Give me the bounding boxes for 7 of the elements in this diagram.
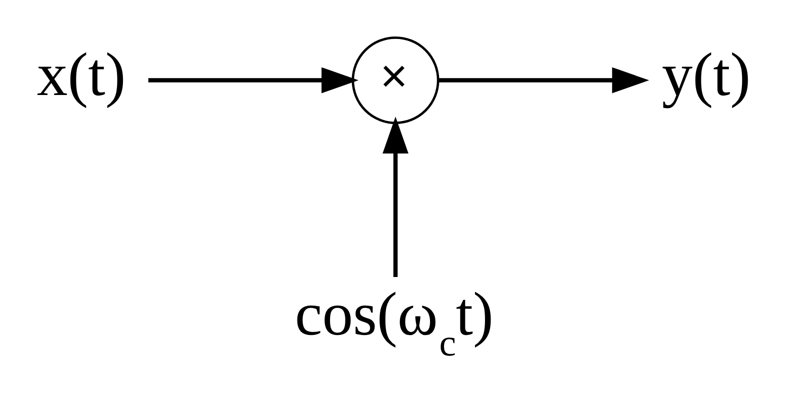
node-circle: ×: [352, 36, 440, 124]
node-text: cos(ω$_{c}$t): [294, 280, 494, 364]
arrow: [148, 67, 358, 94]
node-text: x(t): [36, 41, 126, 110]
arrow: [382, 116, 408, 278]
node-text: y(t): [662, 41, 751, 110]
arrow: [438, 67, 650, 94]
